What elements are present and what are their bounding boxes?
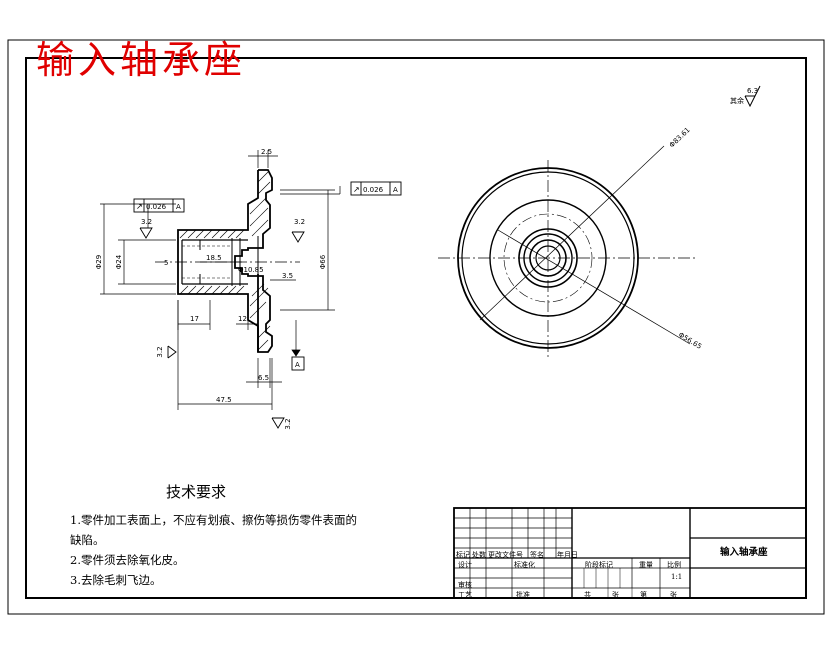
- datum-letter: A: [295, 361, 300, 369]
- inner-frame: [25, 57, 807, 599]
- roughness-default-label: 其余: [730, 96, 744, 105]
- tb-design: 设计: [458, 561, 472, 569]
- roughness-default-value: 6.3: [747, 87, 758, 95]
- tb-sheet-no: 第: [640, 591, 647, 599]
- datum-box: A: [291, 356, 305, 371]
- section-hatch: [179, 171, 271, 351]
- tb-header-mark: 标记: [456, 551, 470, 559]
- svg-text:↗: ↗: [353, 185, 360, 194]
- svg-text:Φ24: Φ24: [115, 254, 123, 269]
- tb-sheet-unit: 张: [670, 591, 677, 599]
- roughness-default-symbol: 其余 6.3: [730, 85, 761, 108]
- tech-requirement-item: 1.零件加工表面上，不应有划痕、擦伤等损伤零件表面的: [70, 513, 357, 527]
- tb-approve: 批准: [516, 591, 530, 599]
- svg-text:Φ29: Φ29: [95, 255, 103, 269]
- tb-header-sign: 签名: [530, 551, 544, 559]
- svg-text:Φ66: Φ66: [319, 254, 327, 269]
- tol-left-datum: A: [176, 203, 181, 211]
- svg-text:3.2: 3.2: [156, 346, 164, 357]
- tolerance-frame-left: ↗ 0.026 A: [133, 198, 185, 213]
- tb-sheet-label: 张: [612, 591, 619, 599]
- section-dimensions: [100, 150, 341, 410]
- end-view-labels: Φ83.61 Φ56.65: [668, 126, 703, 351]
- end-view: [438, 145, 698, 360]
- tb-stage-mark: 阶段标记: [585, 561, 613, 569]
- tb-scale-label: 比例: [667, 561, 681, 569]
- tech-requirement-item: 2.零件须去除氧化皮。: [70, 553, 185, 567]
- svg-text:Φ83.61: Φ83.61: [668, 126, 692, 150]
- svg-text:3.2: 3.2: [141, 218, 152, 226]
- tech-requirement-item: 3.去除毛刺飞边。: [70, 573, 162, 587]
- tech-requirement-item: 缺陷。: [70, 533, 105, 547]
- svg-text:Φ56.65: Φ56.65: [677, 331, 703, 351]
- roughness-symbols: [139, 227, 305, 429]
- drawing-title: 输入轴承座: [36, 38, 247, 82]
- title-block-part-name: 输入轴承座: [720, 547, 768, 558]
- tol-right-value: 0.026: [363, 186, 384, 194]
- tb-header-count: 处数: [472, 551, 486, 559]
- outer-border: [7, 39, 825, 615]
- svg-text:2.5: 2.5: [261, 148, 272, 156]
- svg-text:3.2: 3.2: [284, 418, 292, 429]
- tb-header-date: 年月日: [557, 551, 578, 559]
- svg-text:3.2: 3.2: [294, 218, 305, 226]
- tech-requirements-heading: 技术要求: [166, 483, 227, 501]
- svg-text:18.5: 18.5: [206, 254, 222, 262]
- tb-weight: 重量: [639, 561, 653, 569]
- tb-sheets-total: 共: [584, 591, 591, 599]
- section-view: [155, 169, 300, 353]
- tolerance-frame-right: ↗ 0.026 A: [350, 181, 402, 196]
- svg-text:Φ10.85: Φ10.85: [238, 266, 264, 274]
- svg-text:47.5: 47.5: [216, 396, 232, 404]
- tb-scale-value: 1:1: [671, 573, 683, 581]
- svg-text:17: 17: [190, 315, 199, 323]
- svg-text:12: 12: [238, 315, 247, 323]
- tol-right-datum: A: [393, 186, 398, 194]
- tb-review: 审核: [458, 581, 472, 589]
- dimension-labels: 2.5 3.2 3.2 Φ29 Φ24 5 18.5 Φ10.85 3.5 Φ6…: [95, 148, 327, 430]
- svg-text:5: 5: [164, 259, 168, 267]
- tb-process: 工艺: [458, 591, 472, 599]
- tb-header-change: 更改文件号: [488, 551, 523, 559]
- svg-text:↗: ↗: [136, 202, 143, 211]
- tb-standardize: 标准化: [514, 561, 535, 569]
- tol-left-value: 0.026: [146, 203, 167, 211]
- svg-text:6.5: 6.5: [258, 374, 269, 382]
- svg-text:3.5: 3.5: [282, 272, 293, 280]
- title-block: [453, 507, 807, 599]
